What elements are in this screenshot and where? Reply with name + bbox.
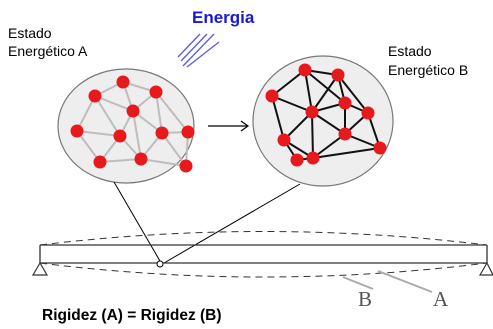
- state-b-bond: [337, 74, 369, 114]
- state-b-bond: [271, 95, 313, 113]
- state-a-label-line-2: Energético A: [8, 43, 88, 59]
- state-a-atom: [155, 126, 169, 140]
- state-b-atom: [306, 151, 320, 165]
- beam: [39, 231, 488, 278]
- state-b-atoms: [265, 63, 387, 167]
- state-a-atoms: [70, 75, 195, 173]
- state-a-bond: [155, 91, 163, 134]
- state-a-atom: [70, 124, 84, 138]
- state-a-label-line-1: Estado: [8, 25, 52, 41]
- state-a-atom: [134, 152, 148, 166]
- state-a-atom: [149, 85, 163, 99]
- state-a-atom: [116, 75, 130, 89]
- state-b-bond: [311, 111, 314, 159]
- triangle-support-icon: [31, 261, 493, 276]
- state-b-bond: [304, 69, 313, 113]
- state-a-atom: [113, 129, 127, 143]
- state-b-circle: [252, 55, 394, 187]
- state-a-atom: [179, 159, 193, 173]
- zoom-point-marker: [156, 260, 164, 268]
- state-a-atom: [88, 89, 102, 103]
- state-a-bond: [94, 95, 134, 112]
- state-b-bond: [311, 111, 346, 135]
- state-a-bond: [155, 91, 189, 133]
- state-b-atom: [298, 63, 312, 77]
- state-b-label-line-1: Estado: [388, 43, 432, 59]
- state-b-bond: [283, 111, 313, 141]
- state-a-atom: [181, 125, 195, 139]
- state-b-bond: [311, 74, 339, 113]
- stiffness-caption: Rigidez (A) = Rigidez (B): [42, 307, 222, 324]
- state-a-bond: [76, 130, 121, 137]
- state-b-bond: [304, 69, 346, 104]
- state-b-atom: [373, 141, 387, 155]
- state-a-atom: [93, 155, 107, 169]
- state-b-atom: [361, 106, 375, 120]
- state-b-atom: [290, 153, 304, 167]
- state-b-atom: [305, 105, 319, 119]
- state-b-label-line-2: Energético B: [388, 62, 468, 78]
- state-a-bond: [161, 132, 187, 167]
- state-b-bond: [312, 133, 346, 159]
- state-b-bond: [271, 95, 285, 141]
- state-b-bond: [271, 69, 306, 97]
- right-arrow-icon: [208, 120, 250, 132]
- state-a-bond: [140, 158, 187, 167]
- curve-label-leaders: [342, 270, 433, 293]
- state-a-bond: [94, 95, 121, 137]
- state-a-atom: [126, 104, 140, 118]
- state-a-bond: [99, 158, 142, 163]
- state-a-bond: [132, 110, 142, 160]
- zoom-connector-lines: [113, 181, 301, 264]
- curve-a-label: A: [433, 287, 449, 311]
- state-b-bond: [312, 147, 381, 159]
- state-b-atom: [265, 89, 279, 103]
- state-b-atom: [338, 96, 352, 110]
- energy-arrow-icon: [177, 33, 220, 68]
- state-a-bond: [76, 95, 96, 132]
- state-b-atom: [277, 133, 291, 147]
- energy-label: Energia: [192, 8, 255, 27]
- state-b-atom: [338, 127, 352, 141]
- curve-b-label: B: [358, 287, 372, 311]
- state-b-atom: [331, 68, 345, 82]
